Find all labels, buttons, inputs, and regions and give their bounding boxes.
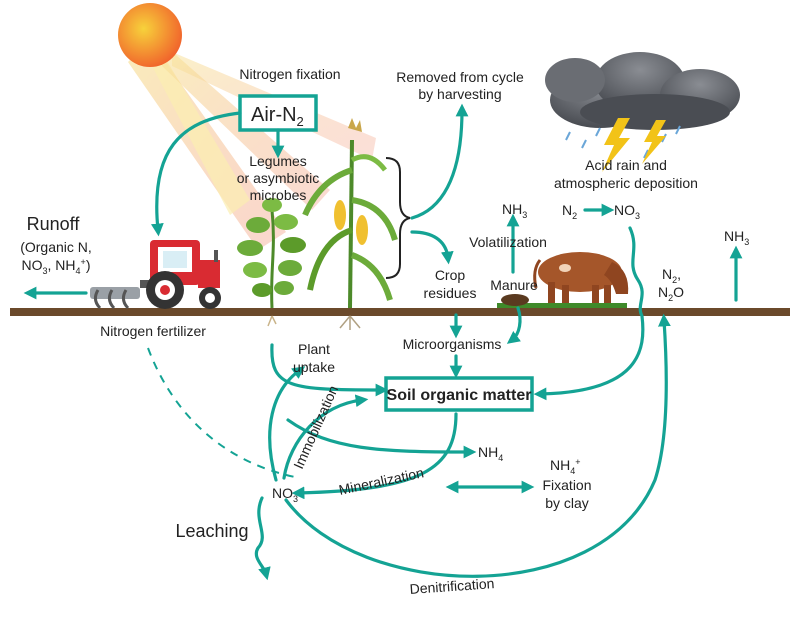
label-by-harvesting: by harvesting	[418, 86, 501, 102]
flow-arrows	[23, 103, 743, 581]
label-n2-emission: N2,	[662, 266, 681, 285]
arrow-to-crop-residues	[410, 230, 454, 265]
label-soil-organic-matter: Soil organic matter	[387, 387, 532, 404]
arrow-to-nh4	[286, 418, 477, 459]
label-fixation: Fixation	[542, 477, 591, 493]
label-leaching: Leaching	[175, 521, 248, 541]
lightning-bolt-icon	[602, 118, 630, 172]
arrow-immobilization	[282, 394, 369, 480]
lightning-bolt-icon	[642, 120, 666, 164]
label-microorganisms: Microorganisms	[403, 336, 502, 352]
cow-icon	[533, 252, 629, 307]
label-denitrification: Denitrification	[409, 575, 495, 597]
tractor-icon	[90, 240, 221, 310]
label-atmospheric-deposition: atmospheric deposition	[554, 175, 698, 191]
label-by-clay: by clay	[545, 495, 589, 511]
label-nh4: NH4	[478, 444, 503, 463]
label-nh3-release: NH3	[724, 228, 749, 247]
dashed-fertilizer-to-no3	[147, 347, 301, 479]
label-nitrogen-fixation: Nitrogen fixation	[239, 66, 340, 82]
label-runoff-no3-nh4: NO3, NH4+)	[22, 257, 91, 276]
label-n2o-emission: N2O	[658, 284, 684, 303]
grass-patch	[497, 303, 627, 308]
arrow-plant-uptake-to-som	[270, 343, 389, 397]
label-uptake: uptake	[293, 359, 335, 375]
label-acid-rain: Acid rain and	[585, 157, 667, 173]
arrow-air-to-fertilizer	[150, 111, 242, 237]
manure-pile-icon	[501, 294, 529, 306]
soil-surface-line	[10, 308, 790, 316]
label-volatilization: Volatilization	[469, 234, 547, 250]
label-n2: N2	[562, 202, 577, 221]
arrow-no3-to-plant	[268, 366, 306, 482]
arrow-harvesting	[410, 103, 469, 220]
corn-plant-icon	[302, 118, 398, 330]
label-asymbiotic: or asymbiotic	[237, 170, 319, 186]
label-nh4-plus: NH4+	[550, 457, 581, 476]
arrow-mineralization	[291, 412, 458, 500]
legume-plant-icon	[237, 198, 306, 327]
label-no3-soil: NO3	[272, 485, 298, 504]
arrow-denitrification	[284, 313, 671, 578]
arrow-deposition-to-som	[533, 226, 645, 401]
crop-bracket	[385, 157, 411, 279]
label-mineralization: Mineralization	[337, 464, 425, 498]
label-microbes: microbes	[250, 187, 307, 203]
sun-icon	[118, 3, 182, 67]
diagram-labels: Nitrogen fixation Air-N2 Legumes or asym…	[20, 66, 749, 597]
label-nitrogen-fertilizer: Nitrogen fertilizer	[100, 323, 206, 339]
storm-cloud-icon	[545, 52, 740, 159]
label-runoff-organic-n: (Organic N,	[20, 239, 92, 255]
label-volatilization-nh3: NH3	[502, 201, 527, 220]
label-removed: Removed from cycle	[396, 69, 524, 85]
label-crop: Crop	[435, 267, 466, 283]
label-no3-atmosphere: NO3	[614, 202, 640, 221]
label-residues: residues	[424, 285, 477, 301]
label-air-n2: Air-N2	[251, 104, 304, 129]
arrow-leaching	[254, 496, 271, 581]
arrow-manure-to-microorganisms	[506, 306, 522, 344]
label-plant: Plant	[298, 341, 330, 357]
label-legumes: Legumes	[249, 153, 307, 169]
label-runoff: Runoff	[27, 214, 81, 234]
label-manure: Manure	[490, 277, 538, 293]
